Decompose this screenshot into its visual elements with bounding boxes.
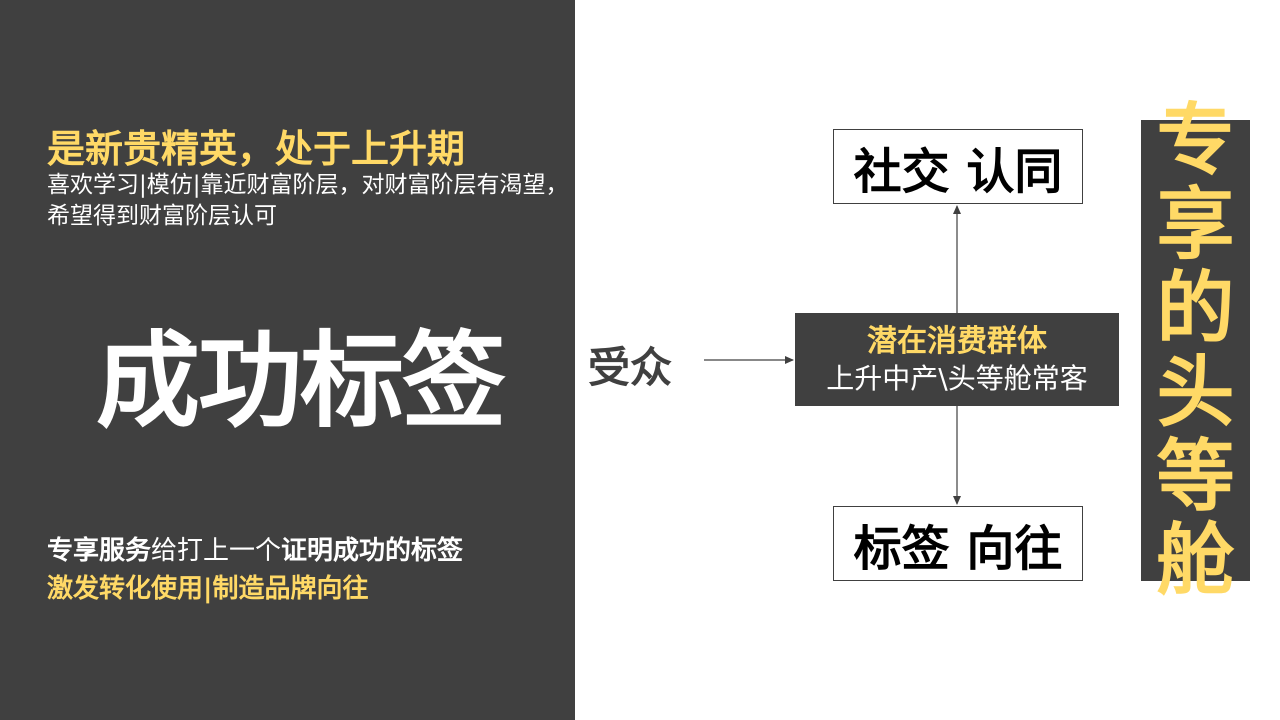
target-group-box: 潜在消费群体 上升中产\头等舱常客 (795, 313, 1119, 406)
banner-char: 享 (1156, 179, 1235, 270)
big-title: 成功标签 (96, 320, 506, 442)
service-line: 专享服务给打上一个证明成功的标签 (47, 530, 463, 567)
service-middle: 给打上一个 (151, 536, 282, 566)
service-label: 证明成功的标签 (281, 536, 464, 566)
description: 喜欢学习|模仿|靠近财富阶层，对财富阶层有渴望，希望得到财富阶层认可 (47, 172, 569, 229)
banner-char: 等 (1156, 431, 1235, 522)
target-group-title: 潜在消费群体 (867, 323, 1047, 359)
label-aspiration-box: 标签 向往 (833, 506, 1083, 581)
social-identity-box: 社交 认同 (833, 129, 1083, 204)
vertical-banner: 专 享 的 头 等 舱 (1141, 99, 1250, 603)
banner-char: 专 (1156, 95, 1235, 186)
banner-char: 头 (1156, 347, 1235, 438)
cta-line: 激发转化使用|制造品牌向往 (47, 574, 369, 604)
audience-label: 受众 (588, 343, 673, 392)
banner-char: 舱 (1156, 515, 1235, 606)
left-panel (0, 0, 575, 720)
banner-char: 的 (1156, 263, 1235, 354)
target-group-subtitle: 上升中产\头等舱常客 (826, 361, 1088, 395)
service-highlight: 专享服务 (47, 536, 152, 566)
headline: 是新贵精英，处于上升期 (47, 127, 466, 171)
